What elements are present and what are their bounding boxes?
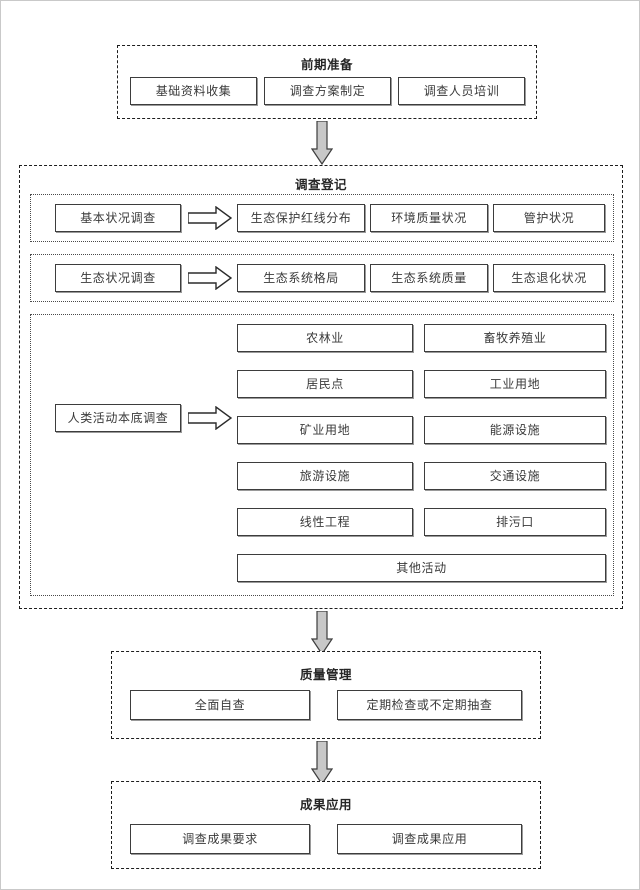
- group-ecological-status: 生态状况调查 生态系统格局 生态系统质量 生态退化状况: [30, 254, 614, 302]
- node-tourism-facility[interactable]: 旅游设施: [237, 462, 413, 490]
- section-quality-management: 质量管理 全面自查 定期检查或不定期抽查: [111, 651, 541, 739]
- node-transport-facility[interactable]: 交通设施: [424, 462, 606, 490]
- node-survey-plan[interactable]: 调查方案制定: [264, 77, 391, 105]
- node-periodic-inspection[interactable]: 定期检查或不定期抽查: [337, 690, 522, 720]
- node-surveyor-training[interactable]: 调查人员培训: [398, 77, 525, 105]
- arrow-basic-status: [188, 206, 232, 230]
- node-basic-data-collection[interactable]: 基础资料收集: [130, 77, 257, 105]
- node-redline-distribution[interactable]: 生态保护红线分布: [237, 204, 365, 232]
- node-agriculture-forestry[interactable]: 农林业: [237, 324, 413, 352]
- section-registration-title: 调查登记: [294, 177, 347, 192]
- node-residential-area[interactable]: 居民点: [237, 370, 413, 398]
- node-other-activities[interactable]: 其他活动: [237, 554, 606, 582]
- node-sewage-outlet[interactable]: 排污口: [424, 508, 606, 536]
- node-environmental-quality[interactable]: 环境质量状况: [370, 204, 488, 232]
- node-survey-result-application[interactable]: 调查成果应用: [337, 824, 522, 854]
- node-linear-engineering[interactable]: 线性工程: [237, 508, 413, 536]
- section-preparation-title: 前期准备: [300, 57, 353, 72]
- node-management-status[interactable]: 管护状况: [493, 204, 605, 232]
- node-ecological-degradation[interactable]: 生态退化状况: [493, 264, 605, 292]
- node-livestock-aquaculture[interactable]: 畜牧养殖业: [424, 324, 606, 352]
- arrow-human-activity: [188, 406, 232, 430]
- node-energy-facility[interactable]: 能源设施: [424, 416, 606, 444]
- node-ecosystem-pattern[interactable]: 生态系统格局: [237, 264, 365, 292]
- arrow-preparation-to-registration: [311, 121, 333, 165]
- node-full-self-inspection[interactable]: 全面自查: [130, 690, 310, 720]
- group-basic-status: 基本状况调查 生态保护红线分布 环境质量状况 管护状况: [30, 194, 614, 242]
- section-quality-management-title: 质量管理: [299, 667, 352, 682]
- section-results-application-title: 成果应用: [299, 797, 352, 812]
- section-results-application: 成果应用 调查成果要求 调查成果应用: [111, 781, 541, 869]
- arrow-ecological-status: [188, 266, 232, 290]
- node-human-activity-label[interactable]: 人类活动本底调查: [55, 404, 181, 432]
- node-ecological-status-label[interactable]: 生态状况调查: [55, 264, 181, 292]
- section-preparation: 前期准备 基础资料收集 调查方案制定 调查人员培训: [117, 45, 537, 119]
- node-industrial-land[interactable]: 工业用地: [424, 370, 606, 398]
- node-ecosystem-quality[interactable]: 生态系统质量: [370, 264, 488, 292]
- node-survey-result-requirements[interactable]: 调查成果要求: [130, 824, 310, 854]
- arrow-registration-to-quality: [311, 611, 333, 655]
- node-basic-status-label[interactable]: 基本状况调查: [55, 204, 181, 232]
- section-registration: 调查登记 基本状况调查 生态保护红线分布 环境质量状况 管护状况 生态状况调查 …: [19, 165, 623, 609]
- node-mining-land[interactable]: 矿业用地: [237, 416, 413, 444]
- arrow-quality-to-results: [311, 741, 333, 785]
- group-human-activity: 人类活动本底调查 农林业 畜牧养殖业 居民点 工业用地 矿业用地 能源设施 旅游…: [30, 314, 614, 596]
